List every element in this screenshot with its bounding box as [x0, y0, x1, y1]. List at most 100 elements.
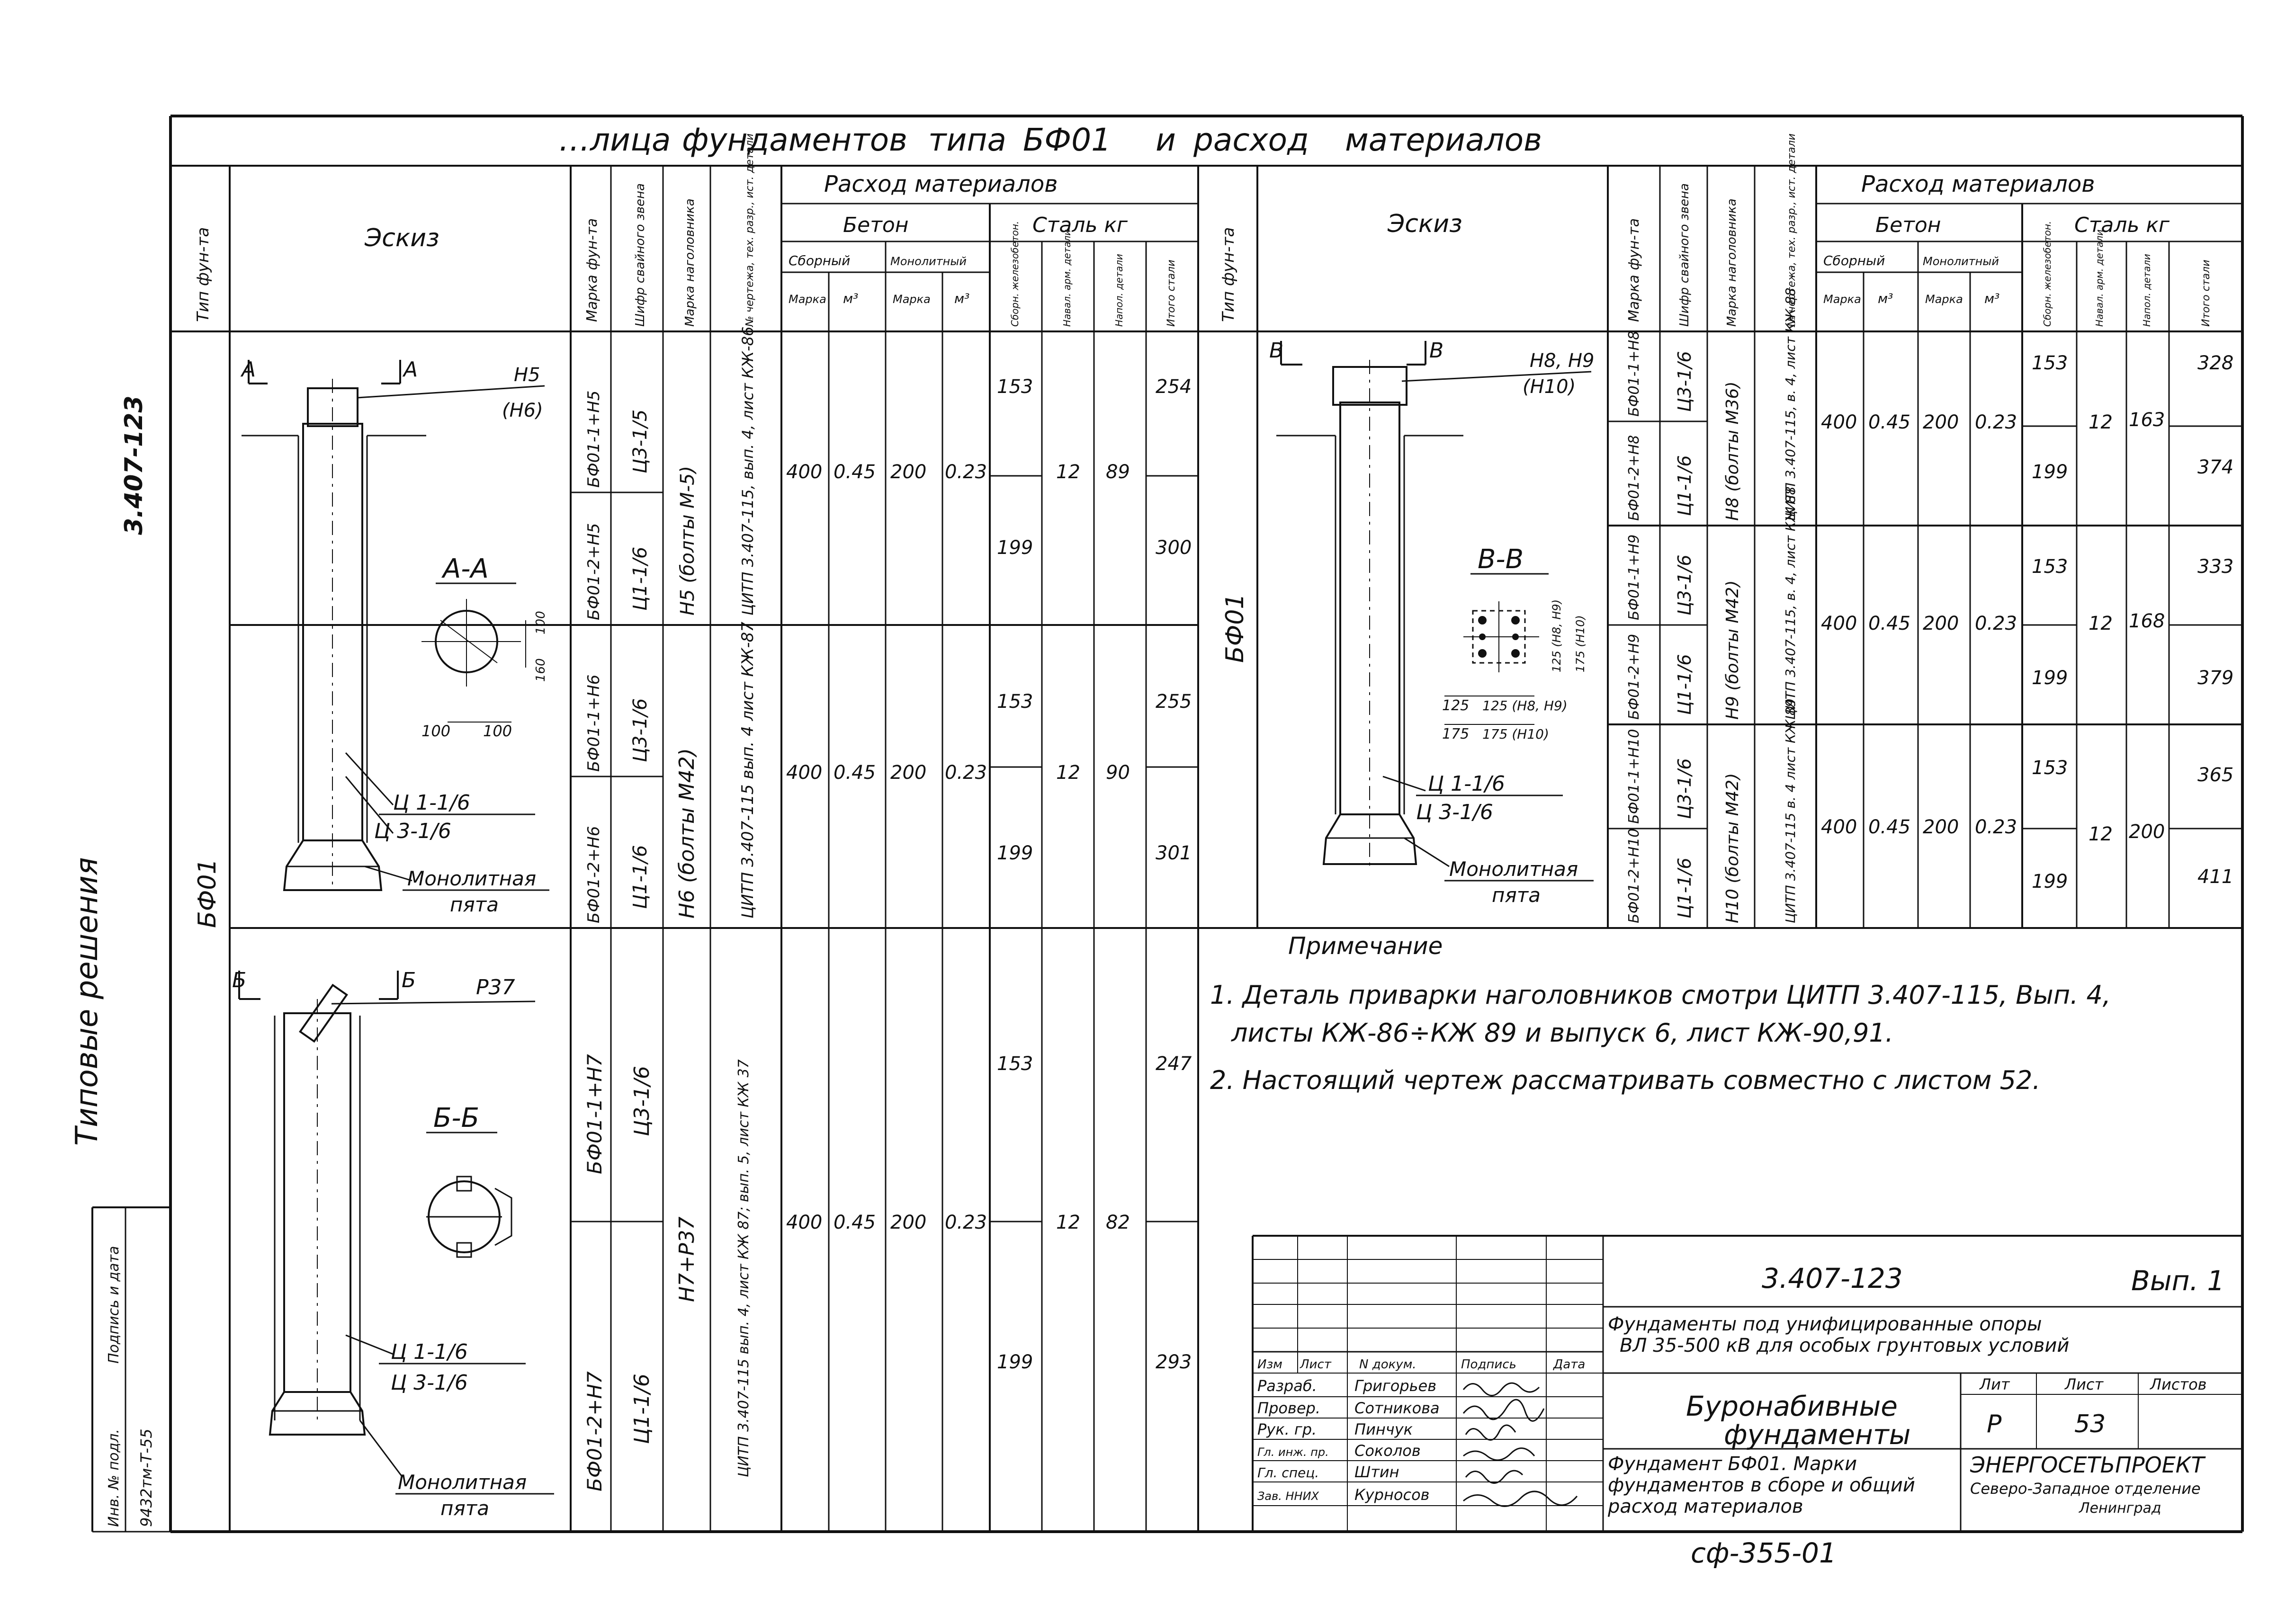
cap-cell: Н8 (болты М36) [1723, 382, 1742, 521]
notes-block: Примечание 1. Деталь приварки наголовник… [1210, 932, 2111, 1095]
pile-label-c1: Ц 1-1/6 [1428, 772, 1505, 796]
signature-5 [1465, 1470, 1524, 1484]
grade-cell: 400 [1821, 613, 1857, 634]
pile-cell: Ц1-1/6 [1674, 857, 1695, 919]
dim-100-b: 100 [483, 722, 512, 740]
right-table-header: Тип фун-та Эскиз Марка фун-та Шифр свайн… [1219, 134, 2212, 327]
title-block: 3.407-123 Вып. 1 Фундаменты под унифицир… [1252, 1235, 2242, 1532]
steel-cell: 153 [997, 376, 1033, 398]
cap-label-h10: (Н10) [1523, 376, 1576, 398]
col-grade-label-2: Марка [893, 293, 931, 306]
note-2: 2. Настоящий чертеж рассматривать совмес… [1210, 1065, 2041, 1095]
series-code-side: 3.407-123 [120, 395, 148, 535]
drawing-cell: ЦИТП 3.407-115 вып. 4 лист КЖ-87 [738, 622, 757, 919]
caps-cell: 168 [2129, 610, 2165, 632]
drawing-title-2: фундаменты [1724, 1419, 1910, 1451]
total-cell: 379 [2197, 667, 2233, 689]
signature-6 [1463, 1490, 1578, 1507]
col-concrete-label: Бетон [843, 213, 909, 237]
left-group-3: БФ01-1+Н7 БФ01-2+Н7 Ц3-1/6 Ц1-1/6 Н7+Р37… [583, 1053, 1192, 1491]
col-sketch-label: Эскиз [364, 224, 439, 252]
mark-cell: БФ01-2+Н10 [1626, 829, 1642, 923]
cap-cell: Н7+Р37 [675, 1217, 699, 1302]
stamp-inv-label: Инв. № подл. [106, 1429, 122, 1527]
dim-v-1: 100 [534, 611, 548, 634]
notes-heading: Примечание [1288, 932, 1443, 960]
mono-m3-cell: 0.23 [945, 461, 987, 483]
col-precast-rc-label: Сборн. железобетон. [1009, 221, 1021, 327]
title-word-2: типа [928, 122, 1006, 158]
cap-cell: Н9 (болты М42) [1723, 580, 1742, 720]
right-group-3: БФ01-1+Н10 БФ01-2+Н10 Ц3-1/6 Ц1-1/6 Н10 … [1626, 698, 2233, 923]
col-grade-label-2: Марка [1925, 293, 1963, 306]
left-table-header: Тип фун-та Эскиз Марка фун-та Шифр свайн… [194, 134, 1177, 327]
section-mark-a-right: А [402, 357, 418, 382]
sketch-pile-a: А А Н5 (Н6) А-А 100 100 100 160 Ц 1-1/6 … [240, 357, 549, 916]
col-precast-label: Сборный [1823, 253, 1885, 268]
caps-cell: 90 [1106, 762, 1130, 784]
steel-cell: 153 [2032, 352, 2068, 374]
steel-cell: 153 [997, 691, 1033, 713]
typical-solutions-label: Типовые решения [70, 857, 105, 1146]
col-steel-label: Сталь кг [1032, 213, 1128, 237]
footer-code: сф-355-01 [1691, 1537, 1837, 1569]
signature-4 [1463, 1447, 1535, 1461]
col-sketch-label: Эскиз [1387, 210, 1462, 238]
right-group-1: БФ01-1+Н8 БФ01-2+Н8 Ц3-1/6 Ц1-1/6 Н8 (бо… [1626, 288, 2233, 521]
col-precast-rc-label: Сборн. железобетон. [2042, 221, 2053, 327]
drawing-cell: ЦИТП 3.407-115 вып. 4, лист КЖ 87; вып. … [735, 1059, 752, 1477]
sketch-pile-c: В В Н8, Н9 (Н10) В-В 125 (Н8, Н9) 175 (Н… [1269, 339, 1594, 907]
mark-cell: БФ01-2+Н6 [584, 826, 603, 923]
cap-label-h5: Н5 [514, 364, 540, 386]
total-cell: 255 [1156, 691, 1192, 713]
total-cell: 374 [2197, 456, 2233, 478]
role-group-head: Рук. гр. [1257, 1420, 1317, 1438]
sheet-desc-1: Фундамент БФ01. Марки [1608, 1453, 1857, 1475]
col-cap-label: Марка наголовника [1725, 198, 1739, 327]
col-consumption-label: Расход материалов [1861, 171, 2095, 197]
caps-cell: 200 [2129, 821, 2165, 843]
section-mark-a-left: А [240, 357, 256, 382]
mark-cell: БФ01-2+Н9 [1626, 634, 1642, 720]
name-chief-engineer: Соколов [1354, 1442, 1421, 1460]
grade-cell: 400 [1821, 816, 1857, 838]
left-group-1: БФ01-1+Н5 БФ01-2+Н5 Ц3-1/5 Ц1-1/6 Н5 (бо… [584, 327, 1192, 620]
cap-label-h6: (Н6) [502, 400, 543, 421]
section-mark-b-left: Б [232, 968, 246, 992]
titleblock-code: 3.407-123 [1762, 1262, 1903, 1294]
col-cap-rebar-label: Навал. арм. детали [1061, 230, 1073, 327]
pile-label-c3: Ц 3-1/6 [391, 1371, 468, 1395]
col-drawing-label: № чертежа, тех. разр., ист. детали [744, 134, 756, 327]
section-mark-b-right: Б [402, 968, 416, 992]
grade-cell: 400 [1821, 411, 1857, 433]
heel-label-1: Монолитная [407, 867, 536, 890]
pile-cell: Ц1-1/6 [630, 1374, 654, 1444]
rebar-cell: 12 [2089, 411, 2113, 433]
col-list: Лист [1300, 1357, 1332, 1372]
m3-cell: 0.45 [1868, 613, 1910, 634]
dim-vv-2: 175 (Н10) [1574, 615, 1587, 672]
role-checker: Провер. [1257, 1399, 1320, 1417]
mark-cell: БФ01-1+Н8 [1626, 331, 1642, 417]
col-type-label: Тип фун-та [194, 227, 213, 322]
pile-cell: Ц1-1/6 [1674, 455, 1695, 516]
stamp-sign-label: Подпись и дата [106, 1246, 122, 1364]
role-dept-head: Зав. ННИХ [1257, 1490, 1319, 1503]
col-sign: Подпись [1461, 1357, 1516, 1372]
col-m3-label: м³ [843, 291, 858, 306]
cap-cell: Н10 (болты М42) [1723, 773, 1742, 923]
right-table-grid [1198, 166, 2242, 929]
drawing-cell: ЦИТП 3.407-115, в. 4, лист КЖ 88 [1783, 487, 1798, 720]
grade-cell: 400 [786, 762, 822, 784]
signature-2 [1462, 1399, 1545, 1422]
pile-cell: Ц3-1/6 [629, 698, 651, 762]
m3-cell: 0.45 [1868, 411, 1910, 433]
col-precast-label: Сборный [789, 253, 850, 268]
col-type-label: Тип фун-та [1219, 227, 1238, 322]
heel-label-1: Монолитная [1449, 857, 1578, 881]
heel-label-2: пята [1492, 883, 1541, 907]
name-developer: Григорьев [1354, 1377, 1436, 1395]
org-branch: Северо-Западное отделение [1970, 1480, 2201, 1498]
pile-cell: Ц3-1/6 [630, 1066, 654, 1136]
total-cell: 247 [1156, 1053, 1192, 1075]
